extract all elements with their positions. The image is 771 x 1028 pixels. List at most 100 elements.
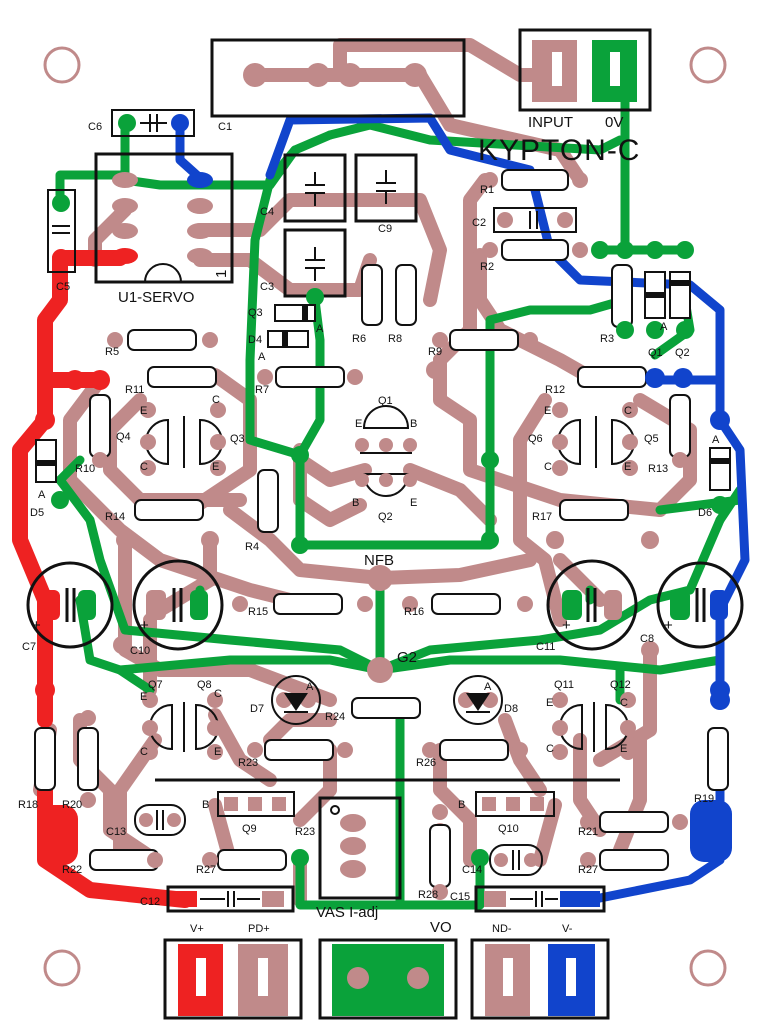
r16-label: R16 bbox=[404, 606, 424, 618]
c7-plus: + bbox=[32, 617, 41, 634]
input-label: INPUT bbox=[528, 114, 573, 131]
pd-plus-label: PD+ bbox=[248, 923, 270, 935]
r10-label: R10 bbox=[75, 463, 95, 475]
c11-label: C11 bbox=[536, 641, 555, 653]
q1-pin-b: B bbox=[410, 418, 417, 430]
d8-label: D8 bbox=[504, 703, 518, 715]
q3-pin-e: E bbox=[212, 461, 219, 473]
c1-block: C1 bbox=[210, 38, 466, 133]
c13-label: C13 bbox=[106, 826, 126, 838]
power-connector-left: V+ PD+ bbox=[163, 923, 303, 1020]
q6-label: Q6 bbox=[528, 433, 543, 445]
power-connector-right: ND- V- bbox=[470, 923, 610, 1020]
r27b-label: R27 bbox=[578, 864, 598, 876]
diode-labels: Q1 Q2 Q3 D4 D5 D6 D7 D8 A A A A A bbox=[30, 307, 720, 715]
r1-label: R1 bbox=[480, 184, 494, 196]
c8-label: C8 bbox=[640, 633, 654, 645]
q6-pin-c: C bbox=[544, 461, 552, 473]
c4-label: C4 bbox=[260, 206, 274, 218]
nd-minus-label: ND- bbox=[492, 923, 512, 935]
r8-label: R8 bbox=[388, 333, 402, 345]
r6-label: R6 bbox=[352, 333, 366, 345]
u1-pin1-label: 1 bbox=[213, 270, 230, 278]
power-connector-vo: VO bbox=[318, 919, 458, 1020]
q9-label: Q9 bbox=[242, 823, 257, 835]
c14-label: C14 bbox=[462, 864, 482, 876]
c12: C12 bbox=[140, 885, 295, 913]
transistor-pair-q4-q3: Q4 Q3 bbox=[116, 402, 245, 476]
q9-pin-b: B bbox=[202, 799, 209, 811]
electrolytic-cap-labels: + + + + C7 C10 C11 C8 bbox=[22, 617, 673, 657]
r20-label: R20 bbox=[62, 799, 82, 811]
c1-label: C1 bbox=[218, 121, 232, 133]
q12-label: Q12 bbox=[610, 679, 631, 691]
q8-label: Q8 bbox=[197, 679, 212, 691]
q8-pin-c: C bbox=[214, 688, 222, 700]
c13: C13 bbox=[106, 804, 186, 838]
d7-anode: A bbox=[306, 681, 314, 693]
q8-pin-e: E bbox=[214, 746, 221, 758]
r15-label: R15 bbox=[248, 606, 268, 618]
c8-plus: + bbox=[664, 617, 673, 634]
q5-pin-c: C bbox=[624, 405, 632, 417]
q5-pin-e: E bbox=[624, 461, 631, 473]
r9-label: R9 bbox=[428, 346, 442, 358]
vminus-rail bbox=[175, 113, 750, 905]
c5-label: C5 bbox=[56, 281, 70, 293]
transistor-pin-labels: E C C E E C C E E B B E E C C E E C C E bbox=[140, 394, 632, 758]
r26-label: R26 bbox=[416, 757, 436, 769]
q7-pin-e: E bbox=[140, 691, 147, 703]
q7-pin-c: C bbox=[140, 746, 148, 758]
c2: C2 bbox=[472, 207, 577, 233]
r5-label: R5 bbox=[105, 346, 119, 358]
q9-package: B Q9 bbox=[202, 791, 295, 835]
d3-anode-label: A bbox=[316, 323, 324, 335]
r28-label: R28 bbox=[418, 889, 438, 901]
r3-label: R3 bbox=[600, 333, 614, 345]
r27a-label: R27 bbox=[196, 864, 216, 876]
c3-label: C3 bbox=[260, 281, 274, 293]
q6-pin-e: E bbox=[544, 405, 551, 417]
d5-anode-label: A bbox=[38, 489, 46, 501]
c15-label: C15 bbox=[450, 891, 470, 903]
bottom-layer-traces bbox=[33, 38, 697, 907]
c2-label: C2 bbox=[472, 217, 486, 229]
q7-label: Q7 bbox=[148, 679, 163, 691]
c5: C5 bbox=[47, 189, 76, 293]
q2-label: Q2 bbox=[378, 511, 393, 523]
q10-label: Q10 bbox=[498, 823, 519, 835]
transistor-pair-q6-q5: Q6 Q5 bbox=[528, 402, 659, 476]
r22-label: R22 bbox=[62, 864, 82, 876]
r13-label: R13 bbox=[648, 463, 668, 475]
r11-label: R11 bbox=[125, 384, 144, 396]
c10-plus: + bbox=[140, 617, 149, 634]
q11-pin-c: C bbox=[546, 743, 554, 755]
r23b-label: R23 bbox=[295, 826, 315, 838]
d7-label: D7 bbox=[250, 703, 264, 715]
u1-label: U1-SERVO bbox=[118, 289, 194, 306]
c6-label: C6 bbox=[88, 121, 102, 133]
r24-label: R24 bbox=[325, 711, 345, 723]
transistor-pair-q11-q12: Q11 Q12 bbox=[552, 679, 636, 760]
q12-pin-c: C bbox=[620, 697, 628, 709]
q4-pin-c: C bbox=[140, 461, 148, 473]
q10-pin-b: B bbox=[458, 799, 465, 811]
r2-label: R2 bbox=[480, 261, 494, 273]
vo-label: VO bbox=[430, 919, 452, 936]
c10-label: C10 bbox=[130, 645, 150, 657]
c7-label: C7 bbox=[22, 641, 36, 653]
q5-label: Q5 bbox=[644, 433, 659, 445]
r23a-label: R23 bbox=[238, 757, 258, 769]
r19-label: R19 bbox=[694, 793, 714, 805]
q4-label: Q4 bbox=[116, 431, 131, 443]
vminus-label: V- bbox=[562, 923, 573, 935]
electrolytic-caps bbox=[26, 559, 744, 651]
zero-v-label: 0V bbox=[605, 114, 623, 131]
transistor-pair-q7-q8: Q7 Q8 bbox=[142, 679, 223, 760]
d3-label: Q3 bbox=[248, 307, 263, 319]
c15: C15 bbox=[450, 885, 606, 913]
vminus-pad-c19 bbox=[690, 800, 732, 862]
r7-label: R7 bbox=[255, 384, 269, 396]
q11-label: Q11 bbox=[554, 679, 574, 691]
